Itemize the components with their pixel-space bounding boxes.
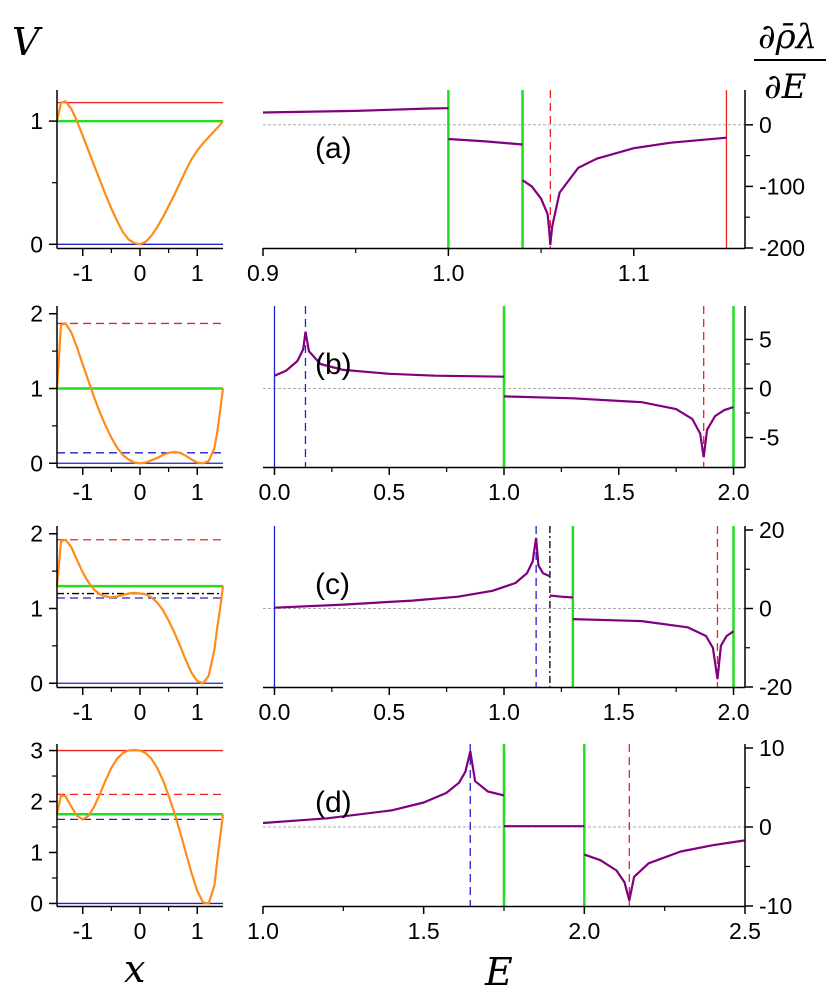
y-tick-label: 2 bbox=[30, 301, 43, 327]
y-tick-label: 2 bbox=[30, 789, 43, 815]
x-tick-label: 0.0 bbox=[258, 699, 290, 725]
derivative-curve-segment bbox=[521, 179, 552, 245]
y-tick-label: -200 bbox=[759, 235, 805, 261]
panel-a-potential: -1 0 1 0 1 bbox=[30, 90, 224, 286]
x-tick-label: -1 bbox=[73, 479, 93, 505]
x-tick-label: 1.0 bbox=[488, 699, 520, 725]
x-tick-label: 1 bbox=[191, 479, 204, 505]
panel-c-derivative: 0.0 0.5 1.0 1.5 2.0 20 0 -20 (c) bbox=[258, 517, 792, 725]
derivative-curve-segment bbox=[549, 594, 573, 599]
panel-b-potential: -1 0 1 0 1 2 bbox=[30, 301, 225, 505]
derivative-title-numerator: ∂ρ̄λ bbox=[758, 17, 817, 57]
y-tick-label: -20 bbox=[759, 674, 792, 700]
x-tick-label: -1 bbox=[73, 260, 93, 286]
derivative-axis-title: ∂ρ̄λ ∂E bbox=[754, 17, 826, 107]
y-tick-label: 20 bbox=[759, 517, 785, 543]
y-tick-label: 10 bbox=[759, 735, 785, 761]
x-tick-label: 1.0 bbox=[432, 260, 464, 286]
x-tick-label: 2.5 bbox=[729, 918, 761, 944]
y-tick-label: -100 bbox=[759, 173, 805, 199]
y-tick-label: 0 bbox=[30, 231, 43, 257]
derivative-curve-segment bbox=[469, 751, 505, 797]
x-tick-label: 1.0 bbox=[247, 918, 279, 944]
x-tick-label: 0 bbox=[134, 479, 147, 505]
y-tick-label: 0 bbox=[759, 112, 772, 138]
derivative-curve-segment bbox=[572, 618, 719, 680]
derivative-curve-segment bbox=[583, 853, 631, 901]
panel-d-derivative: 1.0 1.5 2.0 2.5 10 0 -10 (d) bbox=[247, 735, 792, 944]
potential-curve bbox=[55, 748, 225, 905]
y-tick-label: 0 bbox=[759, 596, 772, 622]
x-tick-label: 0.5 bbox=[373, 479, 405, 505]
x-tick-label: 0.0 bbox=[258, 479, 290, 505]
derivative-curve-segment bbox=[628, 839, 746, 901]
panel-d-potential: -1 0 1 0 1 2 3 bbox=[30, 738, 225, 944]
x-tick-label: -1 bbox=[73, 918, 93, 944]
x-tick-label: 1.5 bbox=[408, 918, 440, 944]
x-tick-label: 1 bbox=[191, 699, 204, 725]
derivative-curve-segment bbox=[274, 537, 538, 609]
panel-b-derivative: 0.0 0.5 1.0 1.5 2.0 5 0 -5 (b) bbox=[258, 306, 779, 505]
panel-label: (b) bbox=[315, 348, 352, 381]
y-tick-label: 5 bbox=[759, 326, 772, 352]
derivative-curve-segment bbox=[262, 107, 449, 114]
v-axis-title: V bbox=[12, 20, 43, 64]
x-tick-label: 0.5 bbox=[373, 699, 405, 725]
y-tick-label: 0 bbox=[30, 670, 43, 696]
x-tick-label: 2.0 bbox=[718, 699, 750, 725]
derivative-curve-segment bbox=[549, 136, 727, 246]
y-tick-label: 0 bbox=[759, 814, 772, 840]
potential-curve bbox=[55, 100, 224, 246]
x-tick-label: 2.0 bbox=[568, 918, 600, 944]
y-tick-label: 0 bbox=[30, 450, 43, 476]
derivative-title-denominator: ∂E bbox=[764, 67, 807, 107]
x-tick-label: 0 bbox=[134, 260, 147, 286]
x-tick-label: 0 bbox=[134, 699, 147, 725]
derivative-curve-segment bbox=[702, 406, 734, 458]
y-tick-label: 1 bbox=[30, 108, 43, 134]
derivative-curve-segment bbox=[304, 331, 505, 378]
x-tick-label: 0 bbox=[134, 918, 147, 944]
y-tick-label: 0 bbox=[30, 890, 43, 916]
x-axis-title: x bbox=[124, 947, 145, 991]
y-tick-label: 0 bbox=[759, 376, 772, 402]
y-tick-label: 1 bbox=[30, 839, 43, 865]
panel-label: (a) bbox=[315, 132, 352, 165]
y-tick-label: 3 bbox=[30, 738, 43, 764]
potential-curve bbox=[55, 538, 225, 685]
y-tick-label: 1 bbox=[30, 596, 43, 622]
derivative-curve-segment bbox=[716, 630, 735, 680]
panel-a-derivative: 0.9 1.0 1.1 0 -100 -200 (a) bbox=[247, 90, 805, 286]
panel-c-potential: -1 0 1 0 1 2 bbox=[30, 521, 225, 725]
panel-label: (c) bbox=[315, 568, 350, 601]
x-tick-label: 1.5 bbox=[603, 699, 635, 725]
y-tick-label: -10 bbox=[759, 893, 792, 919]
x-tick-label: 1.1 bbox=[618, 260, 650, 286]
panel-label: (d) bbox=[315, 786, 352, 819]
derivative-curve-segment bbox=[274, 331, 307, 377]
y-tick-label: -5 bbox=[759, 425, 779, 451]
derivative-curve-segment bbox=[503, 395, 705, 458]
derivative-curve-segment bbox=[448, 137, 523, 146]
potential-curve bbox=[55, 322, 225, 465]
y-tick-label: 2 bbox=[30, 521, 43, 547]
y-tick-label: 1 bbox=[30, 376, 43, 402]
x-tick-label: 2.0 bbox=[718, 479, 750, 505]
x-tick-label: 1 bbox=[191, 260, 204, 286]
derivative-curve-segment bbox=[262, 750, 472, 825]
e-axis-title: E bbox=[484, 950, 513, 994]
x-tick-label: 1.5 bbox=[603, 479, 635, 505]
derivative-curve-segment bbox=[535, 537, 551, 578]
x-tick-label: 0.9 bbox=[247, 260, 279, 286]
x-tick-label: 1.0 bbox=[488, 479, 520, 505]
x-tick-label: -1 bbox=[73, 699, 93, 725]
x-tick-label: 1 bbox=[191, 918, 204, 944]
